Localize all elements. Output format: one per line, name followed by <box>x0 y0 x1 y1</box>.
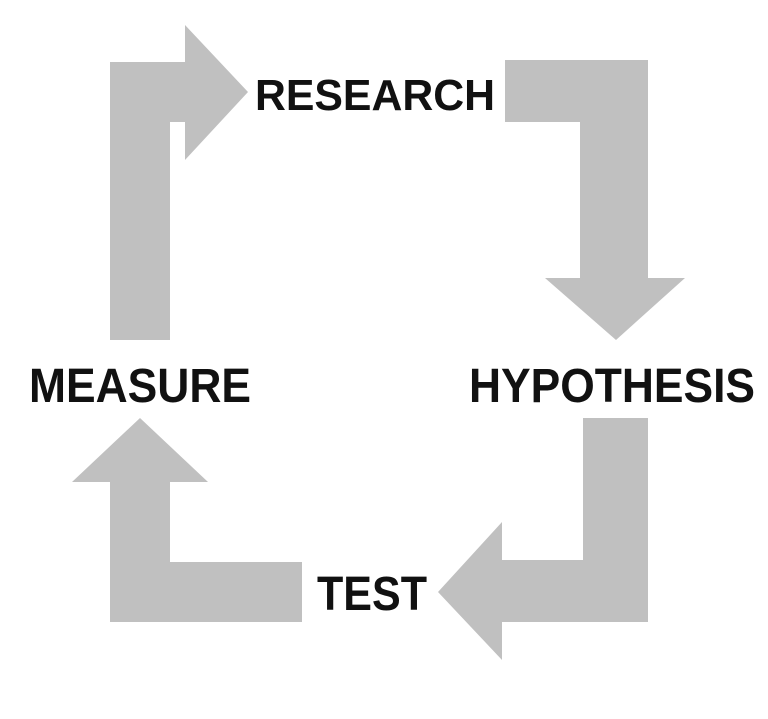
stage-label-hypothesis: HYPOTHESIS <box>469 360 755 413</box>
arrow-hypothesis-to-test <box>438 418 648 660</box>
stage-label-measure: MEASURE <box>29 360 251 413</box>
stage-label-research: RESEARCH <box>255 71 495 120</box>
arrow-research-to-hypothesis <box>505 60 685 340</box>
arrow-test-to-measure <box>72 418 302 622</box>
stage-label-test: TEST <box>317 568 427 621</box>
arrow-measure-to-research <box>110 25 248 340</box>
